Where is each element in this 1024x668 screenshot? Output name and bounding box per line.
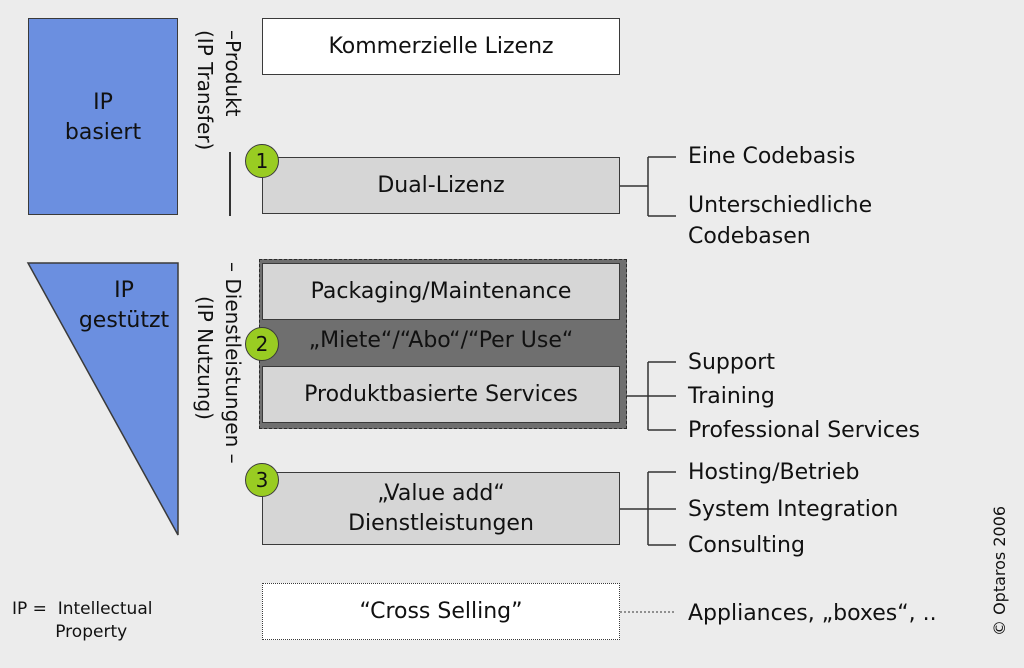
value-add-box: „Value add“ Dienstleistungen (262, 472, 620, 545)
service-item-support: Support (688, 350, 775, 375)
kommerzielle-lizenz-box: Kommerzielle Lizenz (262, 18, 620, 75)
ip-gestuetzt-label: IP gestützt (78, 278, 170, 333)
value-item-consulting: Consulting (688, 533, 805, 558)
produktbasierte-services-box: Produktbasierte Services (262, 366, 620, 423)
miete-abo-label: „Miete“/“Abo“/“Per Use“ (308, 328, 574, 353)
dual-item-unterschiedliche: Unterschiedliche Codebasen (688, 193, 873, 249)
copyright-label: © Optaros 2006 (990, 505, 1009, 636)
service-item-professional: Professional Services (688, 418, 920, 443)
value-item-system-integration: System Integration (688, 497, 899, 522)
ip-basiert-label: IP basiert (64, 90, 142, 145)
packaging-maintenance-box: Packaging/Maintenance (262, 263, 620, 320)
cross-selling-box: “Cross Selling” (262, 583, 620, 640)
cross-selling-item: Appliances, „boxes“, .. (688, 601, 937, 626)
produkt-separator (229, 152, 231, 216)
badge-3: 3 (245, 463, 279, 497)
badge-2: 2 (245, 327, 279, 361)
ip-footnote: IP = Intellectual Property (12, 599, 153, 642)
dual-item-eine-codebasis: Eine Codebasis (688, 144, 856, 169)
service-item-training: Training (688, 384, 775, 409)
dual-lizenz-box: Dual-Lizenz (262, 157, 620, 214)
ip-basiert-block (28, 18, 178, 215)
badge-1: 1 (245, 144, 279, 178)
value-item-hosting: Hosting/Betrieb (688, 460, 860, 485)
